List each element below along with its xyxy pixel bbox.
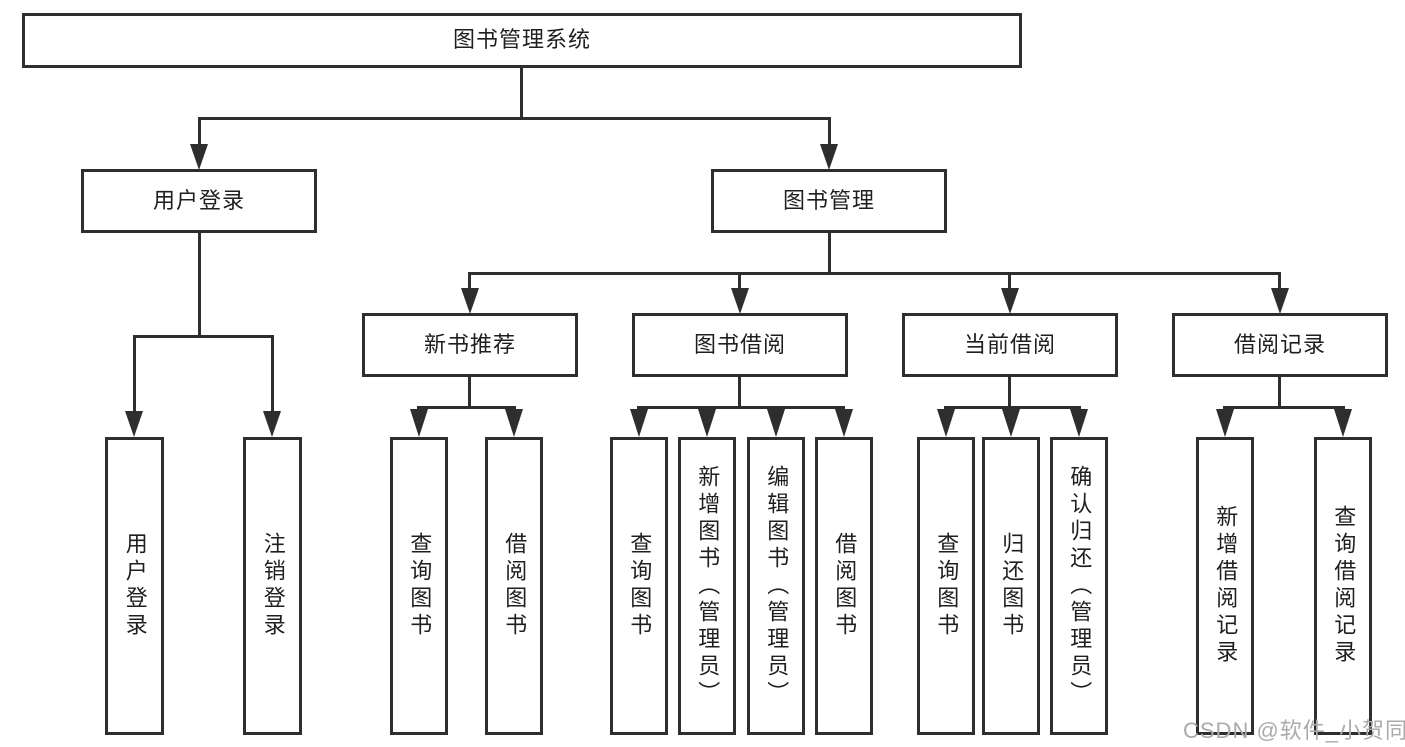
connector-line <box>1278 377 1281 406</box>
leaf-add-books-admin: 新增图书（管理员） <box>678 437 736 735</box>
arrow-down-icon <box>1002 409 1020 437</box>
node-root: 图书管理系统 <box>22 13 1022 68</box>
arrow-down-icon <box>461 288 479 314</box>
connector-line <box>828 233 831 272</box>
connector-line <box>468 377 471 406</box>
arrow-down-icon <box>410 409 428 437</box>
arrow-down-icon <box>835 409 853 437</box>
arrow-down-icon <box>1070 409 1088 437</box>
leaf-logout: 注销登录 <box>243 437 302 735</box>
connector-line <box>417 406 516 409</box>
connector-line <box>198 117 201 146</box>
connector-line <box>1008 272 1011 290</box>
arrow-down-icon <box>1216 409 1234 437</box>
connector-line <box>271 335 274 412</box>
connector-line <box>133 335 136 412</box>
leaf-query-borrow-record: 查询借阅记录 <box>1314 437 1372 735</box>
connector-line <box>468 272 471 290</box>
leaf-user-login: 用户登录 <box>105 437 164 735</box>
node-current-borrowing: 当前借阅 <box>902 313 1118 377</box>
arrow-down-icon <box>1334 409 1352 437</box>
arrow-down-icon <box>1271 288 1289 314</box>
node-book-management: 图书管理 <box>711 169 947 233</box>
connector-line <box>198 117 831 120</box>
leaf-confirm-return-admin: 确认归还（管理员） <box>1050 437 1108 735</box>
leaf-edit-books-admin: 编辑图书（管理员） <box>747 437 805 735</box>
watermark: CSDN @软件_小贺同学 <box>1183 718 1405 743</box>
leaf-add-borrow-record: 新增借阅记录 <box>1196 437 1254 735</box>
leaf-query-books-borrowing: 查询图书 <box>610 437 668 735</box>
leaf-return-books: 归还图书 <box>982 437 1040 735</box>
arrow-down-icon <box>125 411 143 437</box>
connector-line <box>1278 272 1281 290</box>
connector-line <box>637 406 845 409</box>
connector-line <box>738 377 741 406</box>
leaf-query-books-recommend: 查询图书 <box>390 437 448 735</box>
connector-line <box>944 406 1081 409</box>
arrow-down-icon <box>263 411 281 437</box>
arrow-down-icon <box>731 288 749 314</box>
connector-line <box>738 272 741 290</box>
connector-line <box>520 68 523 120</box>
arrow-down-icon <box>698 409 716 437</box>
connector-line <box>198 233 201 335</box>
node-book-borrowing: 图书借阅 <box>632 313 848 377</box>
arrow-down-icon <box>937 409 955 437</box>
arrow-down-icon <box>767 409 785 437</box>
connector-line <box>1008 377 1011 406</box>
connector-line <box>133 335 274 338</box>
arrow-down-icon <box>630 409 648 437</box>
connector-line <box>468 272 1281 275</box>
leaf-borrow-books-borrowing: 借阅图书 <box>815 437 873 735</box>
node-new-book-recommendation: 新书推荐 <box>362 313 578 377</box>
leaf-borrow-books-recommend: 借阅图书 <box>485 437 543 735</box>
arrow-down-icon <box>1001 288 1019 314</box>
arrow-down-icon <box>820 144 838 170</box>
leaf-query-books-current: 查询图书 <box>917 437 975 735</box>
node-user-login: 用户登录 <box>81 169 317 233</box>
connector-line <box>828 117 831 146</box>
node-borrowing-records: 借阅记录 <box>1172 313 1388 377</box>
arrow-down-icon <box>190 144 208 170</box>
connector-line <box>1223 406 1345 409</box>
arrow-down-icon <box>505 409 523 437</box>
